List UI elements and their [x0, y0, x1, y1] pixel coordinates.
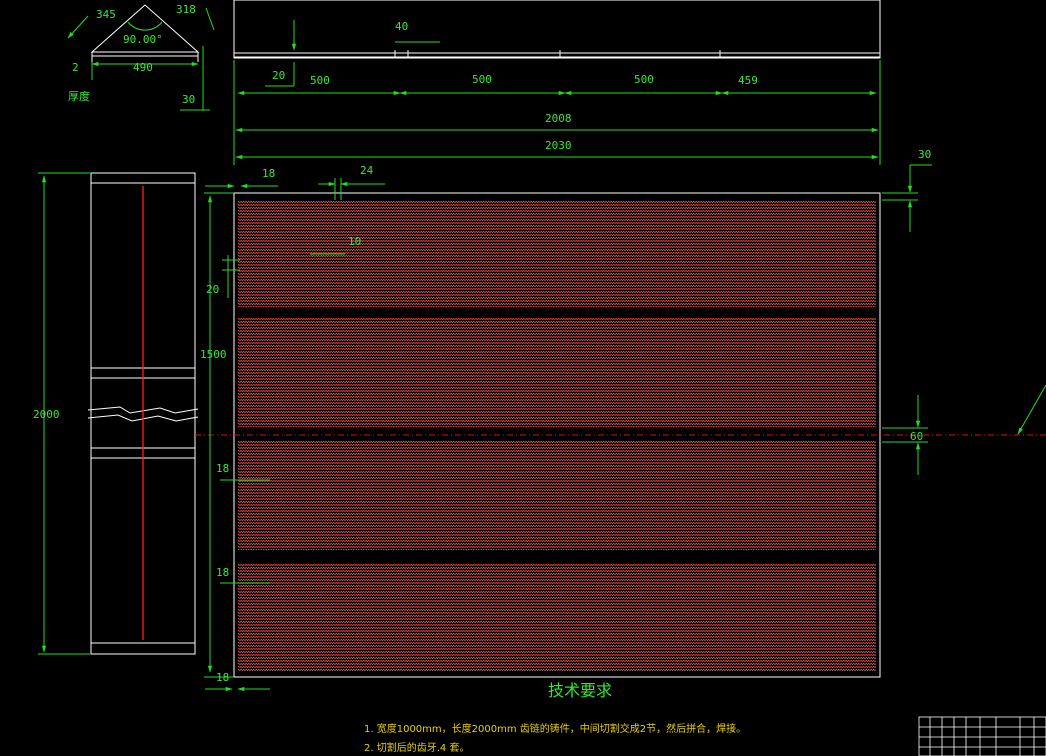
hatch-band-2	[238, 317, 876, 427]
title-block	[918, 716, 1046, 756]
dim-2030: 2030	[545, 139, 572, 152]
main-view: 18 24 30 20 1500 18 18 18 10 60	[195, 148, 1046, 692]
hatch-band-3	[238, 441, 876, 550]
dim-345: 345	[96, 8, 116, 21]
top-view: 40 20 500 500 500 459 2008 2030	[233, 0, 881, 165]
dim-20-left: 20	[206, 283, 219, 296]
dim-10: 10	[348, 235, 361, 248]
dim-1500: 1500	[200, 348, 227, 361]
side-view: 2000	[33, 172, 199, 655]
dim-18-b: 18	[216, 566, 229, 579]
dim-318: 318	[176, 3, 196, 16]
dim-2000: 2000	[33, 408, 60, 421]
dim-2: 2	[72, 61, 79, 74]
notes-line-2: 2. 切割后的齿牙.4 套。	[364, 741, 469, 754]
dim-20: 20	[272, 69, 285, 82]
dim-40: 40	[395, 20, 408, 33]
dim-60: 60	[910, 430, 923, 443]
dim-seg2: 500	[472, 73, 492, 86]
notes-title: 技术要求	[548, 681, 612, 700]
side-view-frame	[90, 172, 196, 655]
dim-seg1: 500	[310, 74, 330, 87]
hatch-band-4	[238, 563, 876, 671]
dim-24: 24	[360, 164, 374, 177]
dim-seg4: 459	[738, 74, 758, 87]
notes-line-1: 1. 宽度1000mm，长度2000mm 齿链的铸件，中间切割交成2节，然后拼合…	[364, 722, 746, 735]
dim-2008: 2008	[545, 112, 572, 125]
dim-18-a: 18	[216, 462, 229, 475]
dim-490: 490	[133, 61, 153, 74]
dim-30: 30	[182, 93, 195, 106]
dim-18-top: 18	[262, 167, 275, 180]
dim-angle: 90.00°	[123, 33, 163, 46]
profile-detail: 345 318 90.00° 490 2 厚度 30	[67, 3, 215, 111]
top-view-frame	[233, 0, 881, 59]
dim-30-right: 30	[918, 148, 931, 161]
thickness-label: 厚度	[68, 89, 90, 103]
technical-requirements: 技术要求 1. 宽度1000mm，长度2000mm 齿链的铸件，中间切割交成2节…	[364, 681, 746, 754]
dim-seg3: 500	[634, 73, 654, 86]
dim-18-bottom: 18	[216, 671, 229, 684]
